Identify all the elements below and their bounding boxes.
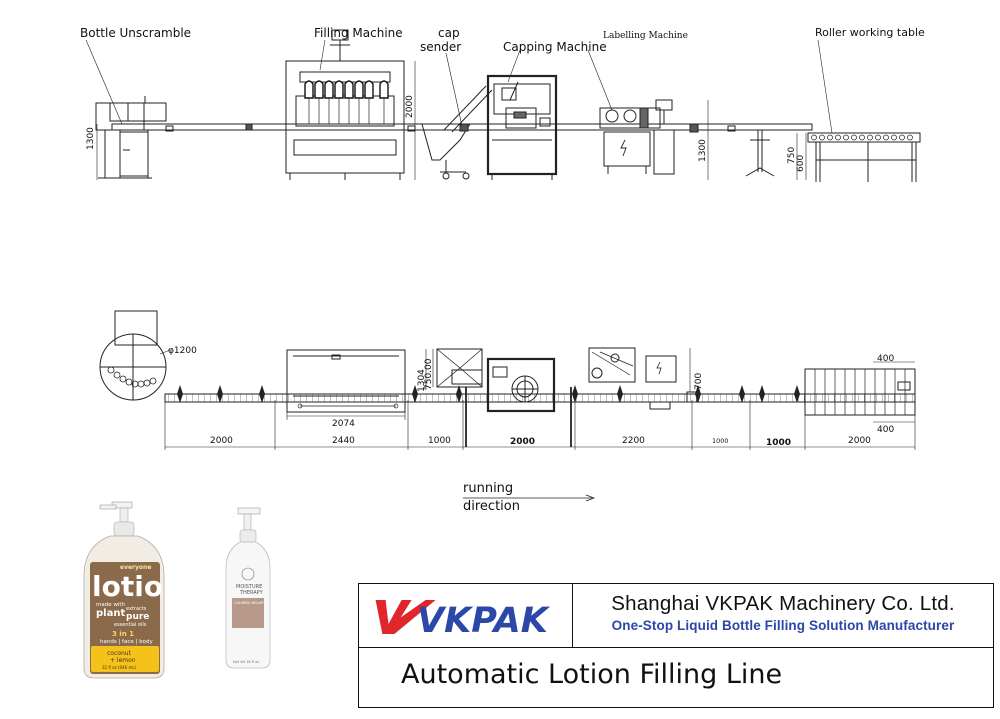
bottle-brand: everyone xyxy=(120,564,151,571)
conveyor-stand xyxy=(745,130,775,177)
dim-1304: 1304 xyxy=(417,369,427,392)
label-cap: cap xyxy=(438,26,460,40)
bottle-tag3: extracts xyxy=(126,606,147,612)
roller-table-plan xyxy=(804,361,916,450)
vkpak-logo: VKPAK xyxy=(375,600,551,641)
label-bottle-unscramble: Bottle Unscramble xyxy=(80,26,191,40)
line-title: Automatic Lotion Filling Line xyxy=(401,659,783,690)
bottle-tag2: plant xyxy=(96,608,125,619)
bottle-tag1: made with xyxy=(96,602,126,608)
dim-1300-left: 1300 xyxy=(86,127,96,150)
dim-bottom-6: 1000 xyxy=(766,438,791,448)
dim-2000-height: 2000 xyxy=(405,95,415,118)
logo-cell: VKPAK xyxy=(359,584,573,648)
bottle2-brand1: MOISTURE xyxy=(236,584,262,590)
company-slogan: One-Stop Liquid Bottle Filling Solution … xyxy=(611,618,955,633)
side-elevation xyxy=(85,29,921,182)
dim-600: 600 xyxy=(796,155,806,172)
unscrambler-plan xyxy=(99,310,171,401)
lotion-bottle-left: everyone lotion made with plant extracts… xyxy=(83,501,183,679)
dim-750-plan: 750.00 xyxy=(424,358,434,390)
conveyor-sprockets xyxy=(177,385,800,403)
title-block: VKPAK Shanghai VKPAK Machinery Co. Ltd. … xyxy=(358,583,994,708)
unscrambler-side xyxy=(95,96,167,179)
bottle-flavor2: + lemon xyxy=(110,657,136,664)
dim-700: 700 xyxy=(694,373,704,390)
side-dim-lines xyxy=(96,61,807,180)
bottle-name: lotion xyxy=(92,570,183,603)
bottle-tag4: pure xyxy=(126,612,149,622)
dim-bottom-3: 2000 xyxy=(510,437,535,447)
company-name: Shanghai VKPAK Machinery Co. Ltd. xyxy=(611,592,955,615)
bottle-uses: hands | face | body xyxy=(100,639,153,645)
label-roller-table: Roller working table xyxy=(815,26,925,39)
label-capping-machine: Capping Machine xyxy=(503,40,607,54)
dim-bottom-4: 2200 xyxy=(622,436,645,446)
logo-text: VKPAK xyxy=(417,601,551,641)
bottle-combo: 3 in 1 xyxy=(112,630,134,638)
plan-dim-lines xyxy=(164,348,915,450)
filling-machine-plan xyxy=(286,349,406,413)
dim-bottom-2: 1000 xyxy=(428,436,451,446)
bottle2-size: Net Wt 16 fl oz xyxy=(233,660,259,664)
company-cell: Shanghai VKPAK Machinery Co. Ltd. One-St… xyxy=(573,584,993,648)
dim-750: 750 xyxy=(787,147,797,164)
cap-sender-side xyxy=(421,85,493,180)
running-label: running xyxy=(463,481,513,496)
label-labelling-machine: Labelling Machine xyxy=(603,31,688,41)
dim-dia-1200: φ1200 xyxy=(168,346,197,356)
dim-bottom-1: 2440 xyxy=(332,436,355,446)
capping-plan xyxy=(436,348,556,413)
bottle-tag5: essential oils xyxy=(114,622,147,628)
dim-1300-right: 1300 xyxy=(698,139,708,162)
dim-400-top: 400 xyxy=(877,354,894,364)
lotion-bottle-right: MOISTURE THERAPY CALMING RELIEF Net Wt 1… xyxy=(225,507,271,669)
labelling-machine-side xyxy=(599,99,699,175)
roller-table-side xyxy=(807,132,921,182)
filling-machine-side xyxy=(285,29,405,180)
plan-view xyxy=(99,310,916,502)
bottle2-brand2: THERAPY xyxy=(239,590,264,596)
direction-label: direction xyxy=(463,499,520,514)
dim-bottom-5: 1000 xyxy=(712,437,729,445)
bottle-flavor1: coconut xyxy=(107,650,132,657)
dim-bottom-0: 2000 xyxy=(210,436,233,446)
bottle2-variant: CALMING RELIEF xyxy=(234,601,264,605)
labelling-plan xyxy=(588,347,698,410)
dim-400-bottom: 400 xyxy=(877,425,894,435)
label-sender: sender xyxy=(420,40,461,54)
capping-machine-side xyxy=(486,74,558,180)
dim-2074: 2074 xyxy=(332,419,355,429)
dim-bottom-7: 2000 xyxy=(848,436,871,446)
bottle-size: 32 fl oz (946 mL) xyxy=(102,665,137,670)
label-leaders xyxy=(85,39,833,134)
label-filling-machine: Filling Machine xyxy=(314,26,403,40)
